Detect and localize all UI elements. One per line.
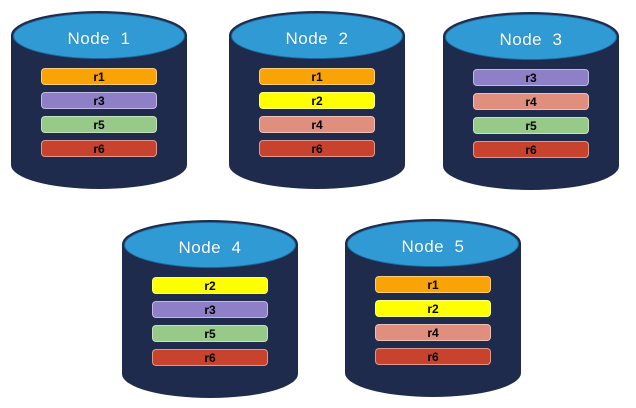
replica-label: r1 [427,277,439,292]
cylinder-top: Node 5 [347,221,519,267]
replica-label: r3 [93,93,105,108]
db-node-1: Node 1 r1 r3 r5 r6 [11,11,187,189]
db-node-5: Node 5 r1 r2 r4 r6 [345,219,521,397]
replica-bar: r5 [41,116,157,133]
replica-label: r6 [93,141,105,156]
cylinder-top: Node 4 [124,222,296,268]
replica-bar: r6 [152,349,268,366]
replica-bar: r4 [259,116,375,133]
node-title: Node 1 [67,29,131,48]
replica-bar: r2 [375,300,491,317]
replica-bar: r2 [152,277,268,294]
cylinder-top: Node 2 [231,13,403,59]
replica-bar: r1 [259,68,375,85]
replica-label: r5 [525,118,537,133]
replica-bar: r4 [375,324,491,341]
replica-label: r6 [525,142,537,157]
replica-label: r6 [204,350,216,365]
node-title: Node 2 [285,29,349,48]
db-node-2: Node 2 r1 r2 r4 r6 [229,11,405,189]
replica-label: r2 [311,93,323,108]
replica-list: r1 r2 r4 r6 [345,276,521,365]
replica-bar: r5 [152,325,268,342]
replica-label: r2 [204,278,216,293]
replica-label: r4 [311,117,323,132]
replica-label: r5 [93,117,105,132]
replica-label: r5 [204,326,216,341]
cylinder-top: Node 3 [445,14,617,60]
node-title: Node 3 [499,30,563,49]
replica-label: r4 [427,325,439,340]
replica-label: r6 [427,349,439,364]
replica-label: r3 [204,302,216,317]
replica-label: r1 [311,69,323,84]
replica-bar: r6 [473,141,589,158]
replica-bar: r3 [41,92,157,109]
replica-bar: r2 [259,92,375,109]
replica-list: r1 r3 r5 r6 [11,68,187,157]
replica-bar: r1 [41,68,157,85]
replica-label: r2 [427,301,439,316]
node-title: Node 4 [178,238,242,257]
replica-list: r3 r4 r5 r6 [443,69,619,158]
replica-label: r1 [93,69,105,84]
replica-bar: r3 [473,69,589,86]
replica-label: r6 [311,141,323,156]
replica-bar: r6 [41,140,157,157]
replica-bar: r1 [375,276,491,293]
replica-bar: r6 [375,348,491,365]
node-title: Node 5 [401,237,465,256]
db-node-3: Node 3 r3 r4 r5 r6 [443,12,619,190]
replica-label: r3 [525,70,537,85]
cylinder-top: Node 1 [13,13,185,59]
replica-list: r1 r2 r4 r6 [229,68,405,157]
replica-bar: r4 [473,93,589,110]
replica-bar: r3 [152,301,268,318]
db-node-4: Node 4 r2 r3 r5 r6 [122,220,298,398]
replica-list: r2 r3 r5 r6 [122,277,298,366]
replica-label: r4 [525,94,537,109]
replica-bar: r6 [259,140,375,157]
replica-bar: r5 [473,117,589,134]
